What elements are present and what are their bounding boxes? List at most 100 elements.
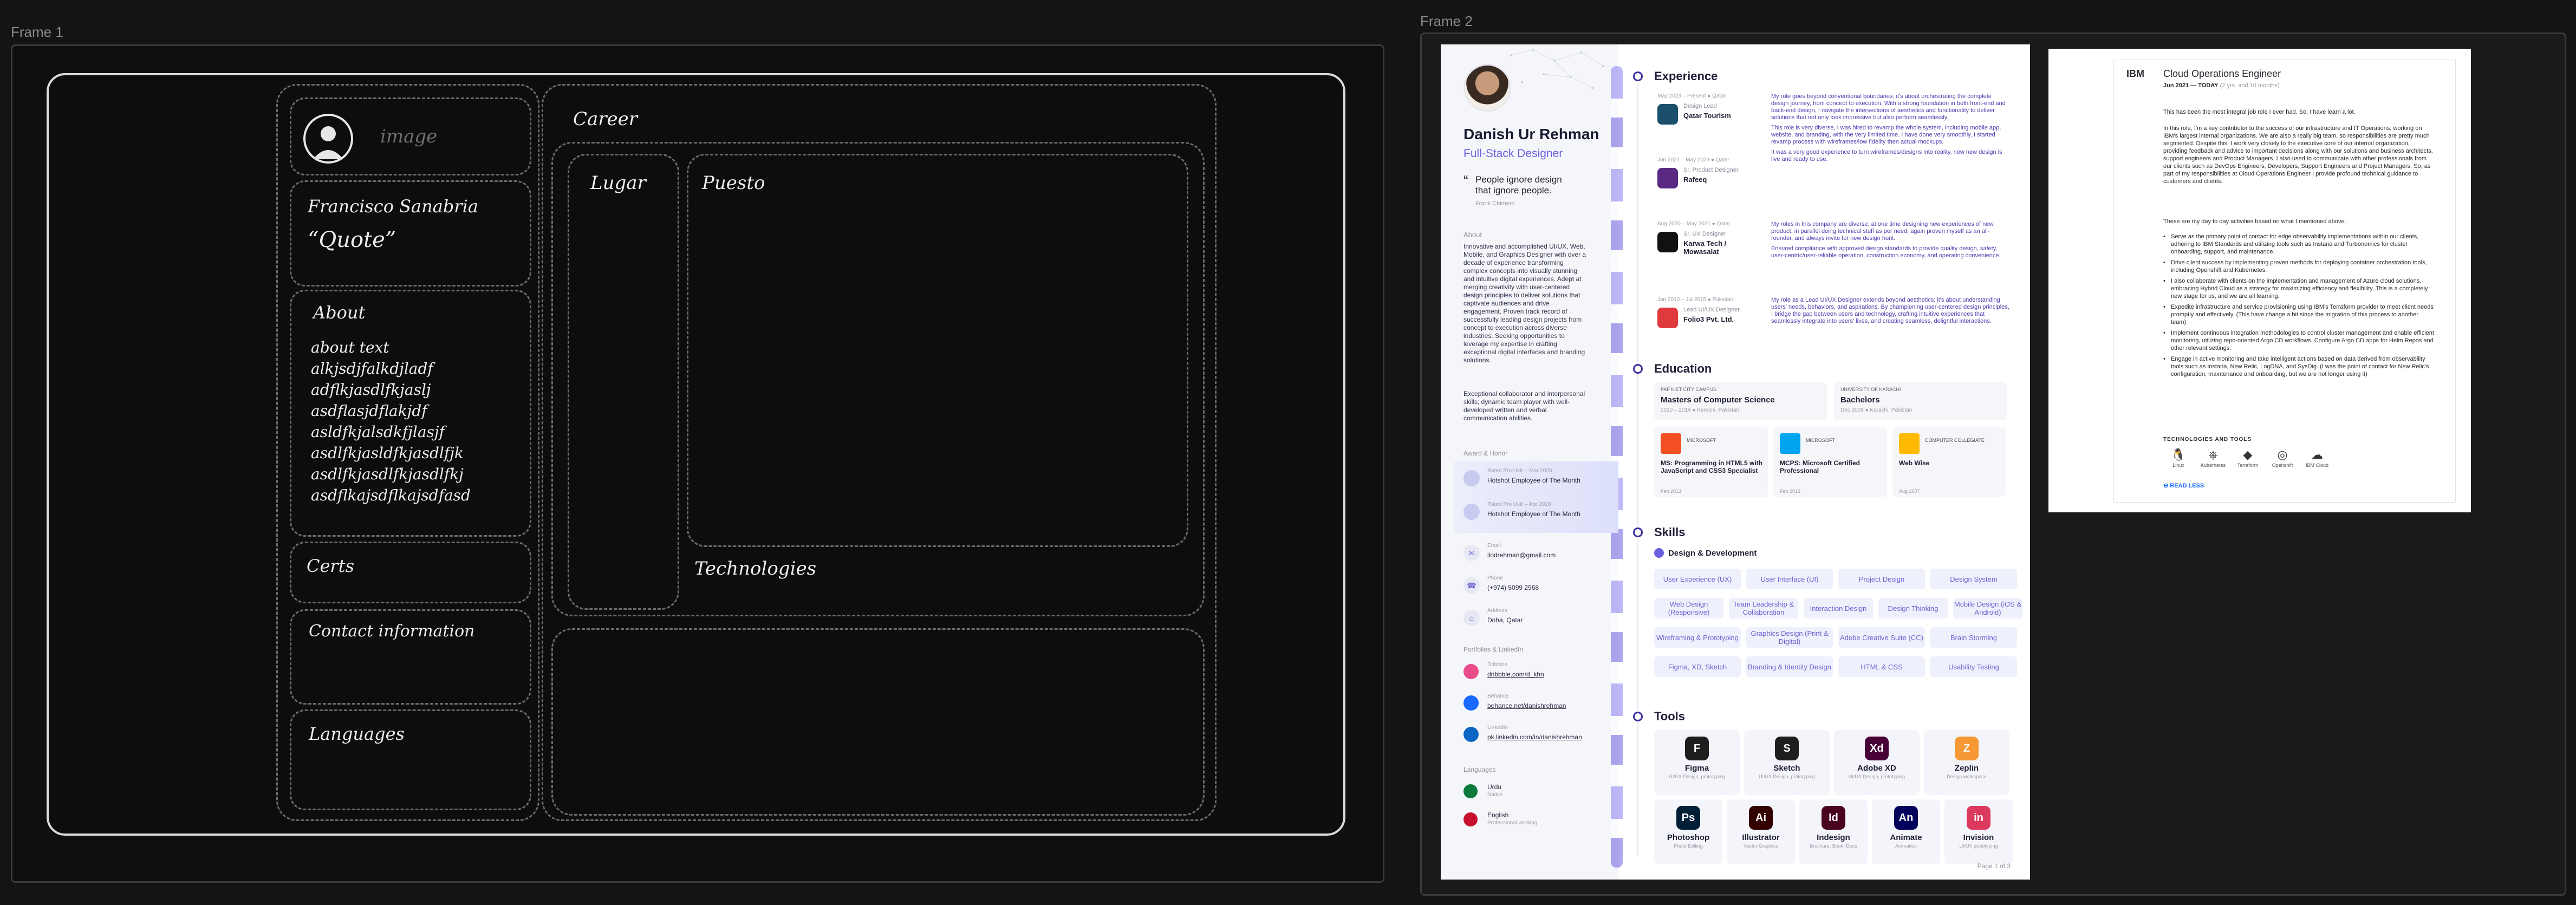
read-less-icon: ⊖ <box>2163 483 2170 489</box>
technologies-title: Technologies <box>694 558 817 580</box>
certificate-date: Feb 2013 <box>1661 489 1682 494</box>
skill-chip: Design Thinking <box>1878 598 1948 618</box>
skill-chip: User Interface (UI) <box>1746 569 1833 589</box>
ibm-dates: Jun 2021 — TODAY (2 yrs. and 10 months) <box>2163 82 2280 89</box>
cv-name: Danish Ur Rehman <box>1463 126 1599 142</box>
contact-label: Email <box>1487 543 1501 549</box>
cv-awards-highlight <box>1454 461 1618 533</box>
experience-company: Rafeeq <box>1683 175 1707 184</box>
frame-1-label[interactable]: Frame 1 <box>11 24 63 40</box>
frame-2-label[interactable]: Frame 2 <box>1420 13 1473 29</box>
skills-category: Design & Development <box>1668 549 1757 558</box>
certificate-title: Web Wise <box>1899 459 1930 467</box>
contact-icon: ⌂ <box>1463 610 1480 626</box>
ibm-bullet-item: •Serve as the primary point of contact f… <box>2163 233 2434 256</box>
puesto-column <box>687 154 1188 547</box>
language-flag-icon <box>1463 784 1478 798</box>
timeline-line <box>1637 77 1638 857</box>
portfolio-icon <box>1463 664 1479 679</box>
ibm-bullet-text: Engage in active monitoring and take int… <box>2171 356 2429 377</box>
company-logo-icon <box>1657 104 1678 125</box>
tech-name: Terraform <box>2237 463 2259 468</box>
wireframe-name: Francisco Sanabria <box>308 196 478 217</box>
bullet-dot-icon: • <box>2163 259 2165 266</box>
cv-avatar <box>1463 64 1511 112</box>
ibm-duration: (2 yrs. and 10 months) <box>2220 82 2280 89</box>
contact-label: Address <box>1487 608 1507 614</box>
ibm-title: Cloud Operations Engineer <box>2163 68 2281 79</box>
read-less-label: READ LESS <box>2170 483 2204 489</box>
skill-chip: Branding & Identity Design <box>1746 656 1833 677</box>
certificate-issuer: COMPUTER COLLEGIATE <box>1925 438 1985 443</box>
award-icon <box>1463 470 1480 486</box>
ibm-read-less[interactable]: ⊖ READ LESS <box>2163 482 2204 489</box>
cv-awards-label: Award & Honor <box>1463 450 1508 457</box>
contact-value[interactable]: Doha, Qatar <box>1487 616 1523 624</box>
ibm-bullet-text: I also collaborate with clients on the i… <box>2171 278 2428 300</box>
about-line: about text <box>311 338 389 356</box>
company-logo-icon <box>1657 168 1678 188</box>
certs-title: Certs <box>307 556 354 576</box>
skills-category-icon <box>1654 548 1664 558</box>
bullet-dot-icon: • <box>2163 330 2165 336</box>
about-line: asdlfkjasldfkjasdlfjk <box>311 444 464 462</box>
tool-icon: Id <box>1822 806 1845 830</box>
contact-item: ☎Phone(+974) 5099 2968 <box>1463 575 1610 608</box>
puesto-title: Puesto <box>702 172 765 194</box>
tech-icon: ⎈ <box>2208 448 2218 461</box>
tool-description: Design workspace <box>1947 774 1987 779</box>
certificate-logo-icon <box>1661 433 1681 454</box>
language-level: Professional working <box>1487 820 1538 826</box>
tool-name: Sketch <box>1773 764 1800 773</box>
skill-chip: Figma, XD, Sketch <box>1654 656 1741 677</box>
about-line: alkjsdjfalkdjladf <box>311 360 433 377</box>
portfolio-icon <box>1463 727 1479 742</box>
ibm-border <box>2113 60 2456 503</box>
experience-date: May 2023 – Present ● Qatar <box>1657 93 1726 99</box>
experience-company: Folio3 Pvt. Ltd. <box>1683 315 1734 323</box>
ibm-tech-list: 🐧Linux⎈Kubernetes◆Terraform◎Openshift☁IB… <box>2163 447 2434 470</box>
education-title: Education <box>1654 362 1712 375</box>
cv-about-text-2: Exceptional collaborator and interperson… <box>1463 390 1585 422</box>
skill-chip: Interaction Design <box>1804 598 1873 618</box>
tool-name: Figma <box>1684 764 1709 773</box>
education-bullet <box>1633 364 1643 374</box>
cv-languages-label: Languages <box>1463 766 1496 773</box>
bullet-dot-icon: • <box>2163 233 2165 240</box>
certificate-issuer: MICROSOFT <box>1687 438 1716 443</box>
contact-value[interactable]: ilodrehman@gmail.com <box>1487 551 1556 559</box>
experience-paragraph: It was a very good experience to turn wi… <box>1771 149 2002 162</box>
experience-paragraph: Ensured compliance with approved design … <box>1771 245 2001 259</box>
company-logo-icon <box>1657 308 1678 328</box>
tool-name: Animate <box>1890 833 1922 842</box>
experience-title: Experience <box>1654 69 1718 83</box>
portfolio-link[interactable]: pk.linkedin.com/in/danishrehman <box>1487 733 1582 741</box>
image-label: image <box>380 126 438 147</box>
tool-icon: Z <box>1955 737 1979 760</box>
experience-description: My role as a Lead UI/UX Designer extends… <box>1771 297 2009 328</box>
tech-name: Linux <box>2172 463 2184 468</box>
tool-name: Indesign <box>1817 833 1850 842</box>
tool-description: Animation <box>1895 843 1917 849</box>
cv-portfolio-label: Portfolios & LinkedIn <box>1463 646 1524 653</box>
languages-block <box>290 709 531 810</box>
about-line: asldfkjalsdkfjlasjf <box>311 423 445 441</box>
experience-company: Qatar Tourism <box>1683 112 1731 120</box>
contact-value[interactable]: (+974) 5099 2968 <box>1487 584 1539 591</box>
tech-icon: ◎ <box>2277 448 2288 461</box>
award-title: Hotshot Employee of The Month <box>1487 510 1580 518</box>
portfolio-link[interactable]: dribbble.com/d_khn <box>1487 670 1544 678</box>
certificate-date: Aug 2007 <box>1899 489 1920 494</box>
tech-item: ☁IBM Cloud <box>2302 447 2332 468</box>
portfolio-link[interactable]: behance.net/danishrehman <box>1487 702 1566 709</box>
